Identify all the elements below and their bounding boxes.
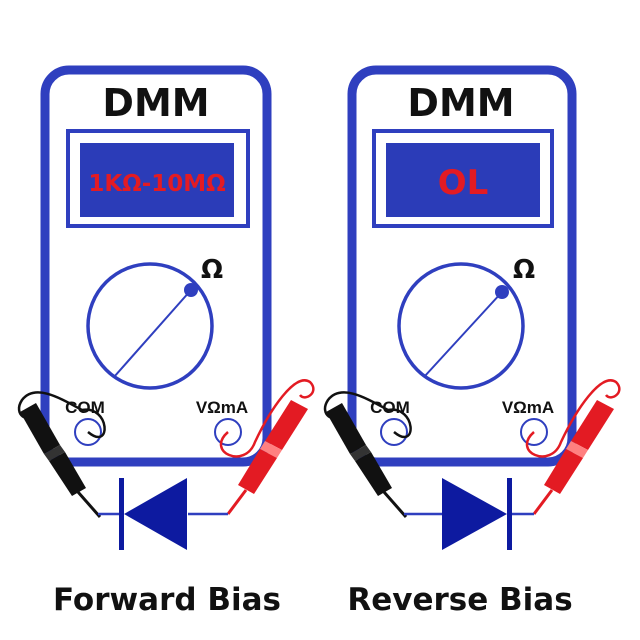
ohm-symbol: Ω xyxy=(513,255,535,285)
red-lead-wire xyxy=(219,379,315,458)
display-reading: OL xyxy=(438,163,489,203)
black-lead-wire xyxy=(17,391,106,439)
red-lead-wire xyxy=(525,379,621,458)
diode-triangle xyxy=(442,478,507,550)
dial-pointer xyxy=(423,291,503,378)
selector-dial[interactable] xyxy=(397,262,525,390)
black-probe[interactable] xyxy=(326,403,408,518)
display-screen xyxy=(80,143,234,217)
red-probe[interactable] xyxy=(226,400,308,515)
diode-reverse xyxy=(442,478,512,550)
caption-reverse-bias: Reverse Bias xyxy=(347,582,572,618)
dial-knob[interactable] xyxy=(495,285,509,299)
meter-reverse: DMM OL Ω COM VΩmA xyxy=(323,65,621,618)
diode-bar xyxy=(119,478,124,550)
port-vma-label: VΩmA xyxy=(196,398,248,417)
meter-title: DMM xyxy=(407,81,514,125)
caption-forward-bias: Forward Bias xyxy=(53,582,281,618)
dial-pointer xyxy=(113,289,192,378)
black-probe[interactable] xyxy=(20,403,102,518)
display-reading: 1KΩ-10MΩ xyxy=(88,171,225,197)
meter-forward: DMM 1KΩ-10MΩ Ω COM VΩmA xyxy=(17,65,315,618)
port-vma-label: VΩmA xyxy=(502,398,554,417)
black-lead-wire xyxy=(323,391,412,439)
red-probe[interactable] xyxy=(532,400,614,515)
diode-forward xyxy=(119,478,187,550)
selector-dial[interactable] xyxy=(86,262,214,390)
dial-knob[interactable] xyxy=(184,283,198,297)
meter-title: DMM xyxy=(102,81,209,125)
display-screen xyxy=(386,143,540,217)
diode-triangle xyxy=(124,478,187,550)
diode-bar xyxy=(507,478,512,550)
ohm-symbol: Ω xyxy=(201,255,223,285)
